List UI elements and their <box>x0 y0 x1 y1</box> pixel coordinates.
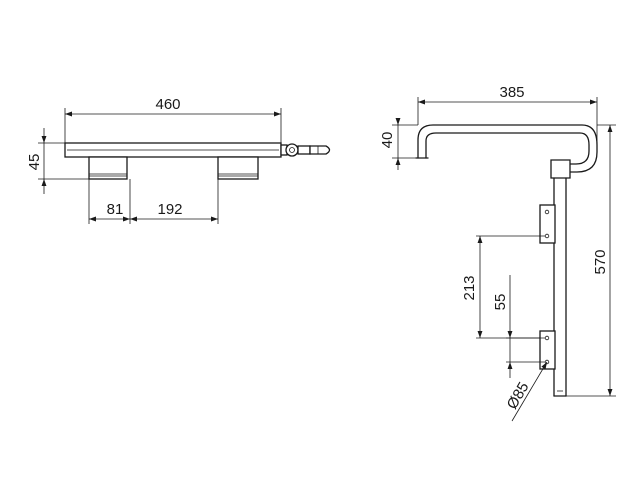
front-leg-right <box>217 156 259 180</box>
dim-side-drop: 40 <box>379 118 418 170</box>
dim-label-460: 460 <box>155 96 180 113</box>
side-pipe <box>553 177 567 397</box>
side-view: 385 40 570 213 <box>379 84 616 422</box>
dim-label-40: 40 <box>379 132 396 149</box>
dim-front-width: 460 <box>64 96 282 143</box>
dim-label-385: 385 <box>499 84 524 101</box>
dim-side-lower-offset: 55 <box>492 275 545 378</box>
dim-label-45: 45 <box>26 154 43 171</box>
front-leg-left <box>88 156 128 180</box>
side-bracket-upper <box>539 204 556 244</box>
dim-front-legs: 81 192 <box>88 179 219 224</box>
dim-label-192: 192 <box>157 201 182 218</box>
dim-side-bracket-spacing: 213 <box>461 235 545 339</box>
dim-label-55: 55 <box>492 294 509 311</box>
side-bracket-lower <box>539 330 556 370</box>
dim-side-reach: 385 <box>417 84 598 145</box>
front-valve <box>280 143 331 157</box>
dim-side-total-height: 570 <box>566 124 616 397</box>
dim-label-570: 570 <box>592 249 609 274</box>
dim-label-diameter: Ø85 <box>504 379 533 412</box>
front-view: 460 45 81 192 <box>26 96 331 224</box>
dim-label-213: 213 <box>461 275 478 300</box>
dim-label-81: 81 <box>107 201 124 218</box>
side-spout <box>415 124 598 179</box>
dim-front-height: 45 <box>26 128 89 194</box>
